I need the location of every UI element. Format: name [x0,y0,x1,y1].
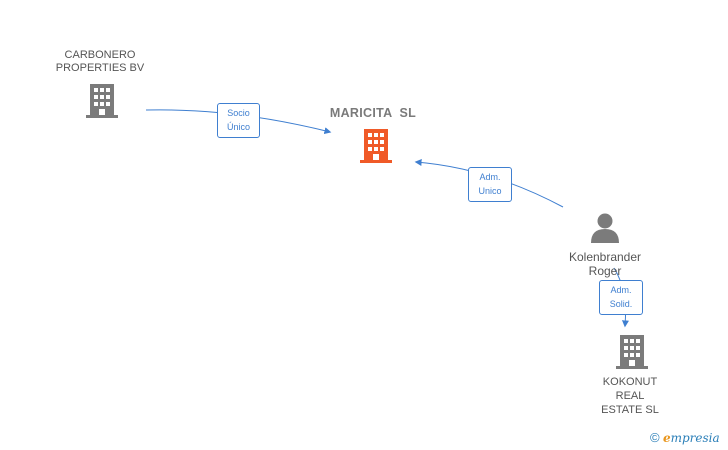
node-label-line: REAL [615,390,645,402]
node-label-line: PROPERTIES BV [55,62,145,74]
edge-label-line: Adm. [479,172,501,182]
node-label-carbonero: CARBONERO PROPERTIES BV [40,49,160,75]
edge-label-adm-unico[interactable]: Adm. Unico [468,167,512,202]
node-label-line: MARICITA SL [329,106,417,120]
brand-initial: e [662,431,671,445]
edge-label-line: Unico [478,186,502,196]
edge-label-line: Solid. [609,299,633,309]
node-label-kokonut: KOKONUT REAL ESTATE SL [580,375,680,417]
node-label-line: Kolenbrander [568,250,642,264]
edge-label-line: Adm. [610,285,632,295]
node-label-line: KOKONUT [602,376,658,388]
node-label-line: Roger [588,264,622,278]
node-label-maricita: MARICITA SL [313,107,433,120]
copyright-symbol: © [650,430,660,445]
node-label-line: CARBONERO [64,49,136,61]
edge-label-line: Socio [227,108,250,118]
empresia-watermark: © empresia [650,430,720,445]
building-icon[interactable] [616,335,648,370]
edge-label-socio-unico[interactable]: Socio Único [217,103,260,138]
node-label-kolenbrander: Kolenbrander Roger [545,250,665,278]
edge-label-line: Único [226,122,250,132]
edge-label-adm-solid[interactable]: Adm. Solid. [599,280,643,315]
building-icon[interactable] [86,84,118,119]
node-label-line: ESTATE SL [601,404,659,416]
building-icon[interactable] [360,129,392,164]
brand-name: mpresia [670,431,720,445]
person-icon[interactable] [589,212,621,244]
